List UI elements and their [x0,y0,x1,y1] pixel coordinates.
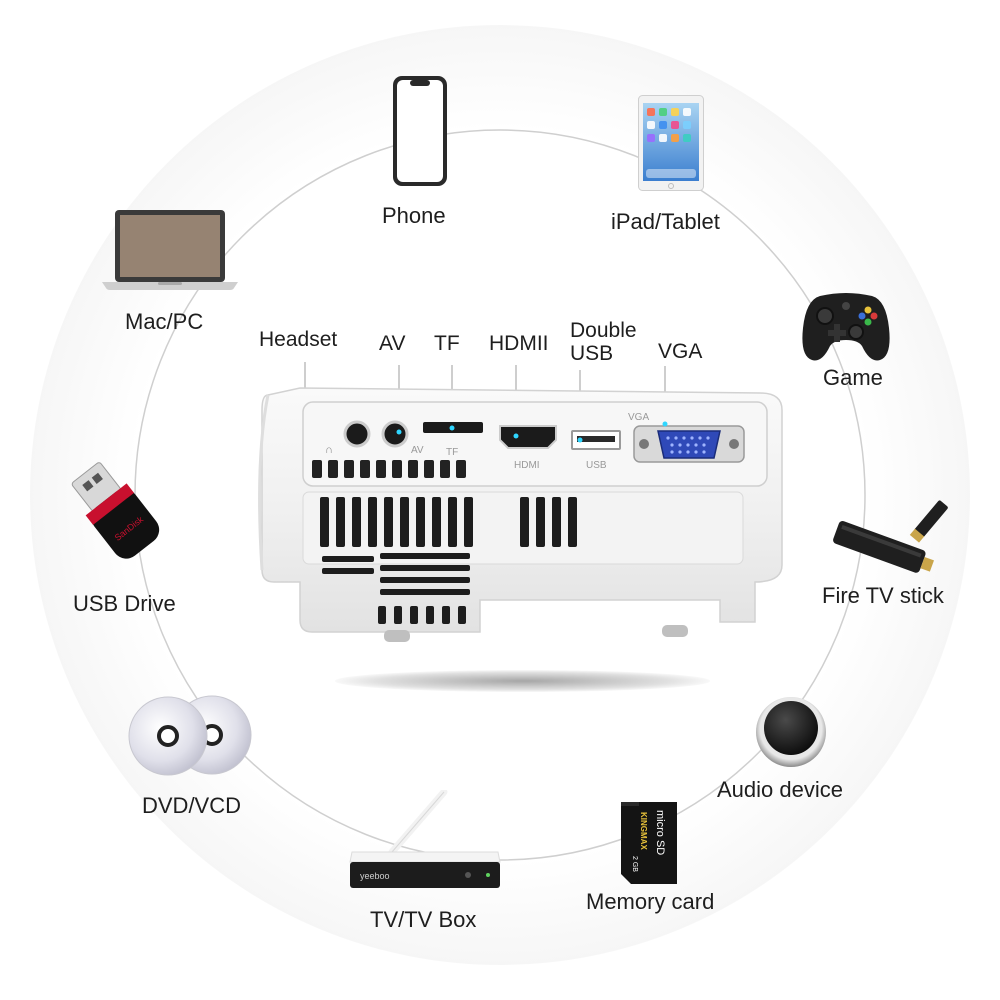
port-label-tf: TF [434,332,460,355]
game-label: Game [823,365,883,390]
port-label-hdmi: HDMII [489,332,549,355]
phone-label: Phone [382,203,446,228]
memory-card-label: Memory card [586,889,715,914]
port-label-vga: VGA [658,340,703,363]
tablet-icon [638,95,704,196]
projector-mark-usb: USB [586,460,607,471]
projector-mark-vga: VGA [628,412,649,423]
memory-card-brand: KINGMAX [639,812,648,850]
projector-mark-tf: TF [446,447,458,458]
projector-shadow [335,670,710,692]
tablet-label: iPad/Tablet [611,209,720,234]
port-label-headset: Headset [259,328,338,351]
laptop-icon [100,208,240,297]
game-controller-icon [800,288,892,369]
audio-device-icon [752,690,830,773]
port-label-double-usb-line1: Double [570,319,637,342]
fire-tv-stick-icon [830,495,954,582]
usb-drive-label: USB Drive [73,591,176,616]
projector-mark-hdmi: HDMI [514,460,540,471]
fire-tv-stick-label: Fire TV stick [822,583,944,608]
tv-box-icon: yeeboo [348,788,504,899]
dvd-vcd-label: DVD/VCD [142,793,242,818]
usb-drive-icon: SanDisk [68,458,164,571]
tv-box-label: TV/TV Box [370,907,477,932]
tv-box-brand: yeeboo [360,871,390,881]
audio-device-label: Audio device [717,777,843,802]
memory-card-type: micro SD [654,810,666,855]
port-label-av: AV [379,332,406,355]
mac-pc-label: Mac/PC [125,309,204,334]
memory-card-icon: KINGMAX micro SD 2 GB [619,800,679,891]
memory-card-size: 2 GB [631,856,638,872]
dvd-disc-icon [128,695,254,782]
phone-icon [392,75,448,192]
svg-text:∩: ∩ [325,444,333,456]
projector-mark-av: AV [411,445,424,456]
port-label-double-usb-line2: USB [570,342,614,365]
